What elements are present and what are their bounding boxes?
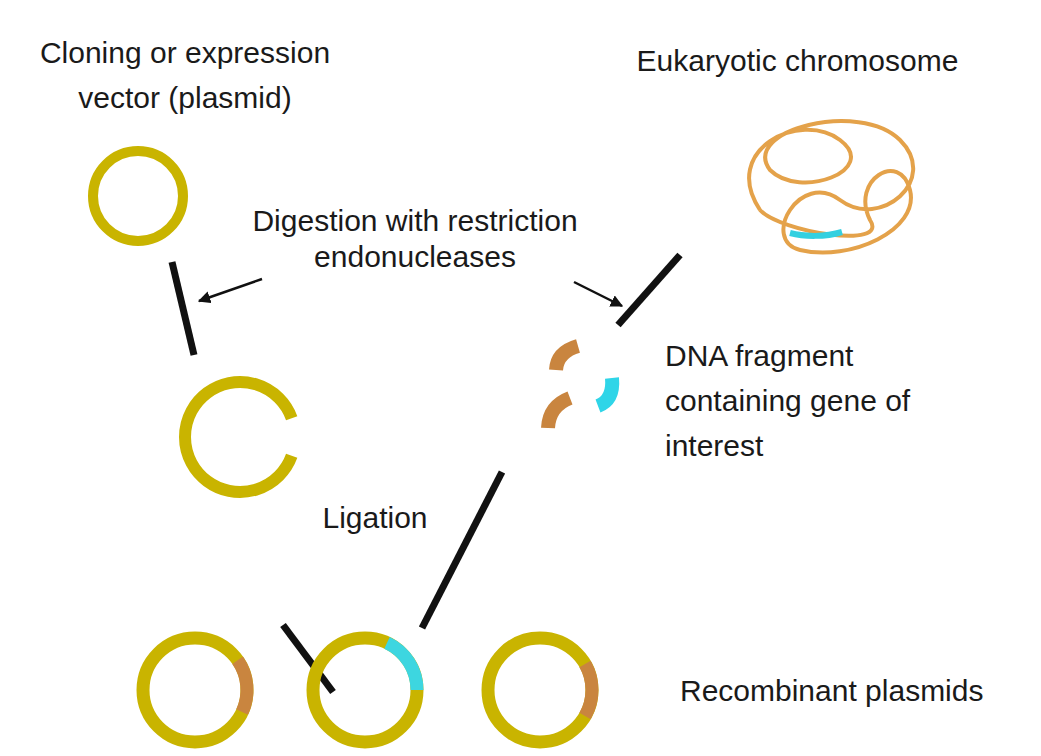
caption-text: Eukaryotic chromosome bbox=[590, 38, 1005, 83]
diagram-group: Eukaryotic chromosome bbox=[590, 30, 1009, 255]
dna-fragment bbox=[556, 346, 578, 370]
plasmid-ring bbox=[143, 638, 247, 742]
pointer-arrow bbox=[199, 279, 262, 301]
caption-text: Cloning or expression vector (plasmid) bbox=[0, 30, 370, 120]
chromosome bbox=[749, 121, 913, 252]
diagram-group: DNA fragment containing gene of interest bbox=[495, 325, 940, 472]
step-label: Digestion with restriction endonucleases bbox=[205, 203, 625, 275]
insert bbox=[585, 664, 592, 716]
process-line bbox=[172, 262, 194, 355]
plasmid-ring bbox=[488, 638, 592, 742]
plasmid-ring bbox=[313, 638, 417, 742]
caption-text: Recombinant plasmids bbox=[680, 668, 1030, 713]
step-label: Ligation bbox=[300, 500, 450, 536]
pointer-arrow bbox=[574, 282, 622, 306]
process-line bbox=[422, 472, 502, 628]
diagram-group: Recombinant plasmids bbox=[130, 628, 1035, 746]
caption-text: DNA fragment containing gene of interest bbox=[665, 333, 935, 468]
insert bbox=[238, 660, 247, 712]
gene-segment bbox=[790, 232, 842, 236]
dna-fragment bbox=[548, 398, 570, 428]
insert bbox=[387, 643, 417, 690]
plasmid-ring bbox=[93, 151, 183, 241]
cut-plasmid bbox=[185, 382, 292, 492]
process-line bbox=[618, 255, 680, 325]
gene-fragment bbox=[598, 378, 612, 406]
